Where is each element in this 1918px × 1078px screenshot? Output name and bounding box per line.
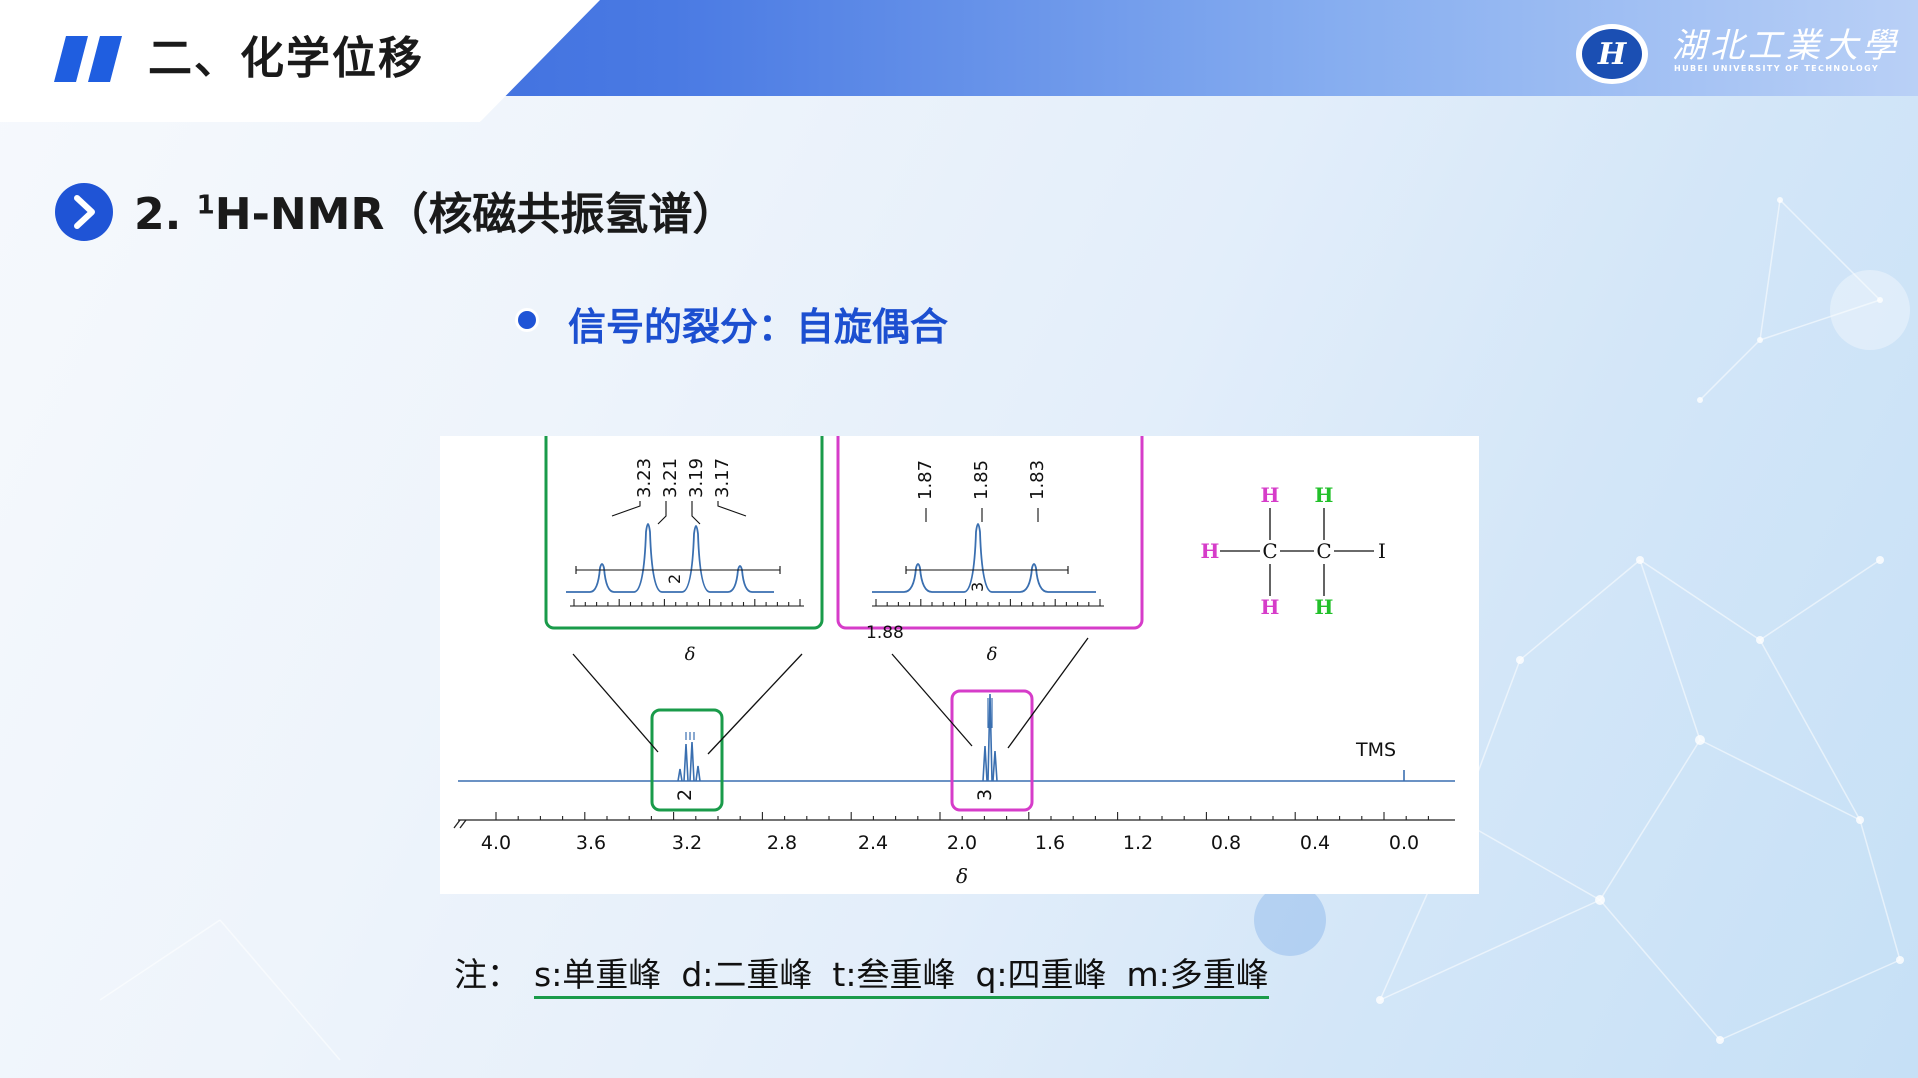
nmr-spectrum-svg: 4.0 3.6 3.2 2.8 2.4 2.0 1.6 1.2 0.8 0.4 … (453, 436, 1455, 888)
x-tick-label: 3.6 (576, 832, 606, 854)
bullet-dot (518, 311, 536, 329)
x-tick-label: 1.2 (1123, 832, 1153, 854)
triplet-peak-label: 1.87 (915, 460, 936, 500)
note-item-quartet: q:四重峰 (975, 955, 1107, 994)
molecule-bonds (1220, 508, 1374, 596)
slash-mark-icon (54, 36, 122, 82)
carbon-atom: C (1316, 539, 1331, 563)
quartet-inset-integration: 2 (665, 574, 684, 584)
quartet-integral-ticks (685, 732, 695, 740)
section-number: 2. (134, 189, 182, 240)
carbon-atom: C (1262, 539, 1277, 563)
bullet-text: 信号的裂分：自旋偶合 (568, 305, 949, 349)
multiplicity-note: 注： s:单重峰 d:二重峰 t:叁重峰 q:四重峰 m:多重峰 (454, 948, 1269, 999)
x-tick-label: 0.0 (1389, 832, 1419, 854)
section-superscript: 1 (196, 190, 215, 221)
hydrogen-atom: H (1315, 483, 1334, 507)
triplet-extra-label: 1.88 (866, 623, 904, 643)
quartet-peak-label: 3.17 (712, 458, 733, 498)
quartet-inset-label-leaders (611, 501, 747, 525)
note-item-multiplet: m:多重峰 (1126, 955, 1269, 994)
triplet-inset-axis-label: δ (987, 644, 998, 665)
x-axis-tick-labels: 4.0 3.6 3.2 2.8 2.4 2.0 1.6 1.2 0.8 0.4 … (481, 832, 1419, 854)
iodine-atom: I (1378, 539, 1386, 563)
logo-badge-letter: H (1597, 37, 1628, 72)
quartet-inset-labels: 3.23 3.21 3.19 3.17 (634, 458, 733, 498)
quartet-inset-ticks (573, 599, 801, 606)
x-tick-label: 4.0 (481, 832, 511, 854)
university-logo-icon: H (1576, 24, 1648, 84)
x-tick-label: 2.0 (947, 832, 977, 854)
triplet-integration-main: 3 (974, 789, 996, 801)
triplet-inset-integration: 3 (968, 582, 987, 592)
quartet-peak-label: 3.21 (660, 458, 681, 498)
quartet-integration-main: 2 (674, 789, 696, 801)
quartet-highlight-box (650, 708, 724, 812)
tms-label: TMS (1355, 739, 1396, 761)
university-name-cn: 湖北工業大學 (1672, 26, 1900, 66)
quartet-peak-label: 3.19 (686, 458, 707, 498)
zoom-leader-lines (572, 637, 1089, 755)
axis-break-mark (453, 819, 467, 829)
x-tick-label: 2.8 (767, 832, 797, 854)
triplet-highlight-box (950, 689, 1034, 812)
note-item-doublet: d:二重峰 (681, 955, 813, 994)
quartet-peak-label: 3.23 (634, 458, 655, 498)
quartet-inset-axis-label: δ (685, 644, 696, 665)
quartet-inset-box (544, 436, 824, 630)
university-name-en: HUBEI UNIVERSITY OF TECHNOLOGY (1674, 64, 1880, 73)
hydrogen-atom: H (1201, 539, 1220, 563)
triplet-inset-label-leaders (925, 508, 1039, 522)
hydrogen-atom: H (1261, 595, 1280, 619)
triplet-peak-label: 1.83 (1027, 460, 1048, 500)
x-axis-ticks (495, 812, 1429, 820)
triplet-inset-labels: 1.87 1.85 1.83 (915, 460, 1048, 500)
note-label: 注： (454, 955, 520, 994)
triplet-integral-ticks (987, 698, 993, 728)
nmr-spectrum-figure: 4.0 3.6 3.2 2.8 2.4 2.0 1.6 1.2 0.8 0.4 … (440, 436, 1479, 894)
x-tick-label: 0.8 (1211, 832, 1241, 854)
hydrogen-atom: H (1315, 595, 1334, 619)
page-title: 二、化学位移 (148, 33, 424, 84)
ethyl-iodide-structure: H H H C C I H H (1201, 483, 1386, 619)
triplet-peak-label: 1.85 (971, 460, 992, 500)
x-tick-label: 3.2 (672, 832, 702, 854)
x-tick-label: 2.4 (858, 832, 888, 854)
x-tick-label: 0.4 (1300, 832, 1330, 854)
note-item-singlet: s:单重峰 (534, 955, 662, 994)
section-title-text: H-NMR（核磁共振氢谱） (214, 189, 737, 240)
x-tick-label: 1.6 (1035, 832, 1065, 854)
chevron-right-icon (55, 183, 113, 241)
section-title: 2. 1H-NMR（核磁共振氢谱） (134, 178, 736, 242)
hydrogen-atom: H (1261, 483, 1280, 507)
triplet-inset-ticks (875, 599, 1101, 606)
triplet-peaks-main (982, 693, 998, 782)
x-axis-label: δ (956, 864, 968, 888)
quartet-peaks-main (677, 741, 701, 782)
triplet-inset-curve (872, 523, 1096, 593)
note-items: s:单重峰 d:二重峰 t:叁重峰 q:四重峰 m:多重峰 (534, 955, 1269, 999)
note-item-triplet: t:叁重峰 (832, 955, 956, 994)
